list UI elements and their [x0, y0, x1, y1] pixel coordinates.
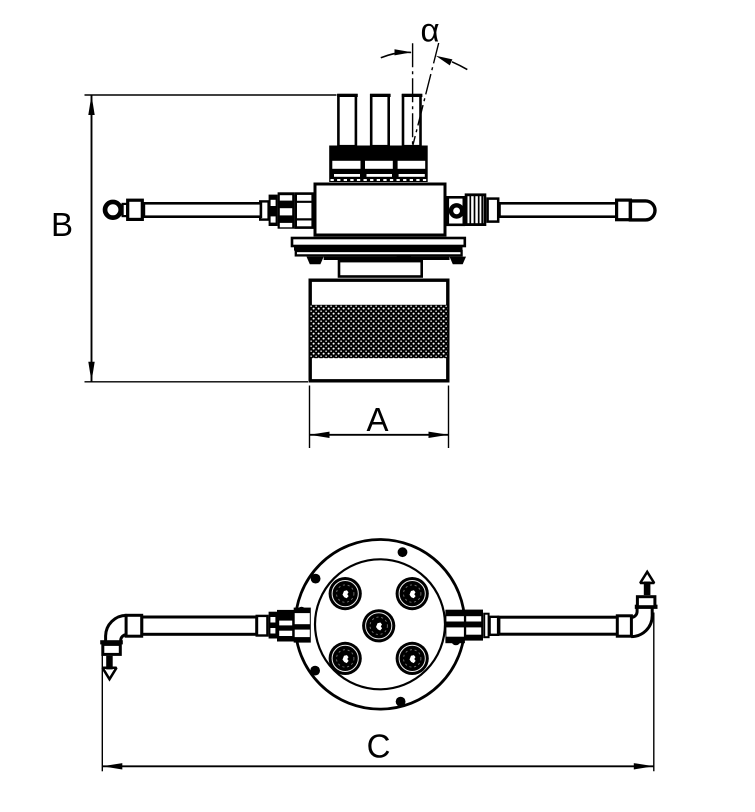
svg-text:B: B: [51, 206, 73, 243]
svg-text:α: α: [420, 12, 439, 49]
svg-text:C: C: [367, 728, 391, 765]
svg-text:A: A: [366, 401, 388, 438]
